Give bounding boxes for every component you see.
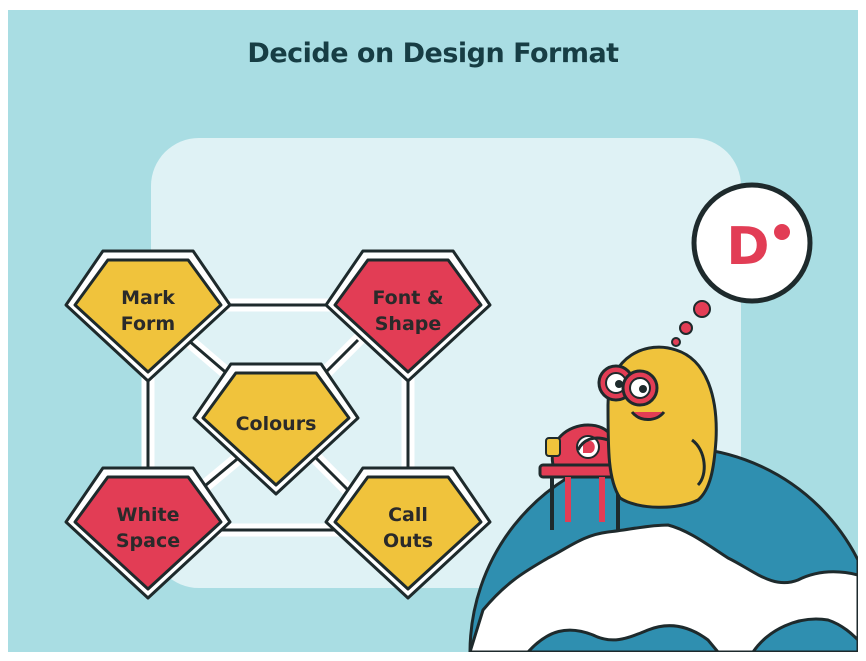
node-shape xyxy=(333,258,483,374)
node-shape xyxy=(201,371,351,487)
node-label: Form xyxy=(121,313,175,335)
logo-bubble: D xyxy=(691,182,813,304)
page-title: Decide on Design Format xyxy=(247,38,619,69)
node-label: Font & xyxy=(372,287,443,309)
node-label: Space xyxy=(116,530,180,552)
node-label: Colours xyxy=(236,413,317,435)
node-label: Outs xyxy=(383,530,433,552)
node-font-shape: Font & Shape xyxy=(324,249,492,383)
node-shape xyxy=(73,258,223,374)
mascot-character xyxy=(576,345,718,509)
node-shape xyxy=(333,475,483,591)
logo-letter: D xyxy=(726,217,769,277)
node-shape xyxy=(73,475,223,591)
node-label: Mark xyxy=(121,287,175,309)
stool-with-device xyxy=(538,423,634,530)
node-colours: Colours xyxy=(192,362,360,496)
thought-bubble-dots xyxy=(671,300,711,347)
node-label: White xyxy=(117,504,180,526)
node-label: Call xyxy=(388,504,428,526)
node-label: Shape xyxy=(375,313,442,335)
